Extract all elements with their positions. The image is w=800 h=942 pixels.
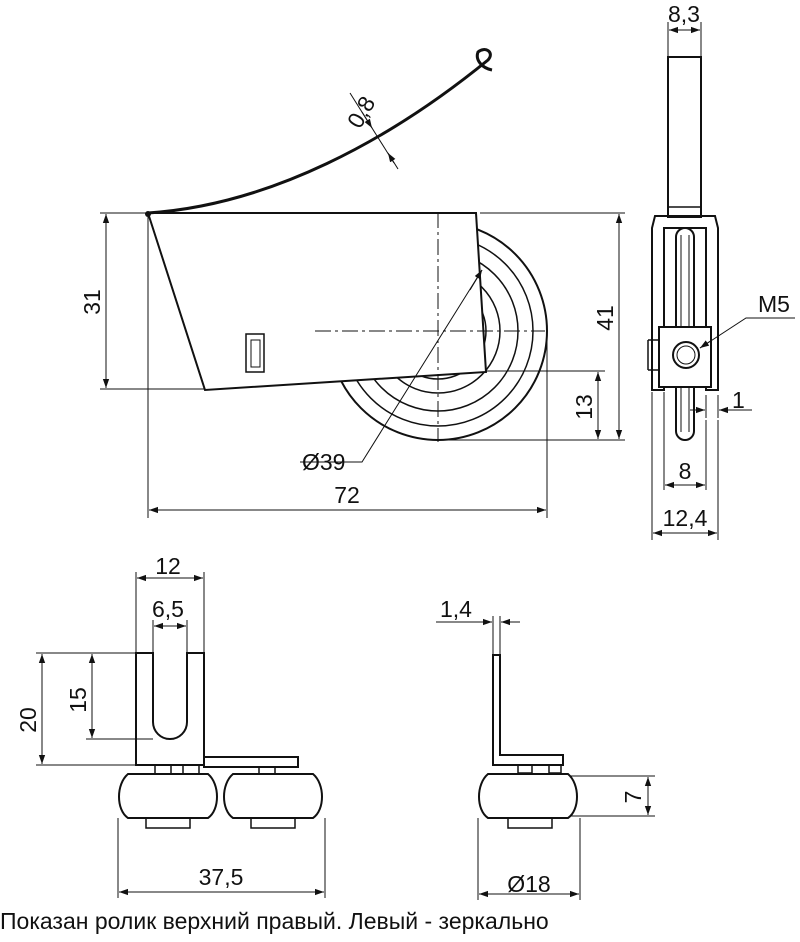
bracket-front-view (118, 652, 323, 829)
bracket-front-dimensions (36, 572, 326, 898)
dim-thread-m5: M5 (758, 291, 790, 317)
dim-width-8: 8 (679, 458, 692, 484)
end-view (647, 56, 719, 441)
end-bracket-outer (651, 215, 719, 391)
dim-thickness-08: 0,8 (342, 92, 381, 133)
dim-gap-1: 1 (732, 387, 745, 413)
axle-block (658, 326, 712, 388)
dim-diameter-18: Ø18 (507, 871, 550, 897)
bracket-side-dimensions (436, 616, 655, 900)
u-bracket (135, 652, 205, 766)
side-view-labels: 0,8 31 41 13 72 Ø39 (79, 92, 618, 508)
side-view (145, 48, 548, 442)
roller-side (478, 773, 578, 819)
dim-slot-65: 6,5 (152, 596, 184, 622)
dim-height-7: 7 (620, 791, 646, 804)
bracket-front-labels: 12 6,5 20 15 37,5 (15, 553, 243, 890)
l-bracket (492, 654, 564, 766)
end-view-labels: 8,3 M5 1 8 12,4 (663, 1, 790, 531)
drawing-caption: Показан ролик верхний правый. Левый - зе… (0, 908, 549, 934)
spring-clip (147, 48, 493, 215)
dim-height-15: 15 (65, 687, 91, 713)
side-view-dimensions (100, 92, 625, 518)
dim-length-72: 72 (334, 482, 360, 508)
roller-left (118, 773, 218, 819)
m5-bolt-hole (672, 341, 700, 369)
base-plate (203, 756, 299, 768)
housing-window (245, 333, 265, 373)
roller-housing (146, 212, 488, 392)
dim-height-20: 20 (15, 707, 41, 733)
dim-height-41: 41 (592, 305, 618, 331)
dim-thickness-14: 1,4 (440, 596, 472, 622)
dim-height-31: 31 (79, 289, 105, 315)
roller-right (223, 773, 323, 819)
dim-diameter-39: Ø39 (302, 449, 345, 475)
bracket-side-view (478, 654, 578, 829)
dim-width-124: 12,4 (663, 505, 708, 531)
bracket-side-labels: 1,4 7 Ø18 (440, 596, 646, 897)
end-view-dimensions (651, 22, 795, 540)
dim-width-12: 12 (155, 553, 181, 579)
rod (667, 56, 702, 218)
dim-length-375: 37,5 (199, 864, 244, 890)
dim-width-83: 8,3 (668, 1, 700, 27)
dim-height-13: 13 (571, 394, 597, 420)
